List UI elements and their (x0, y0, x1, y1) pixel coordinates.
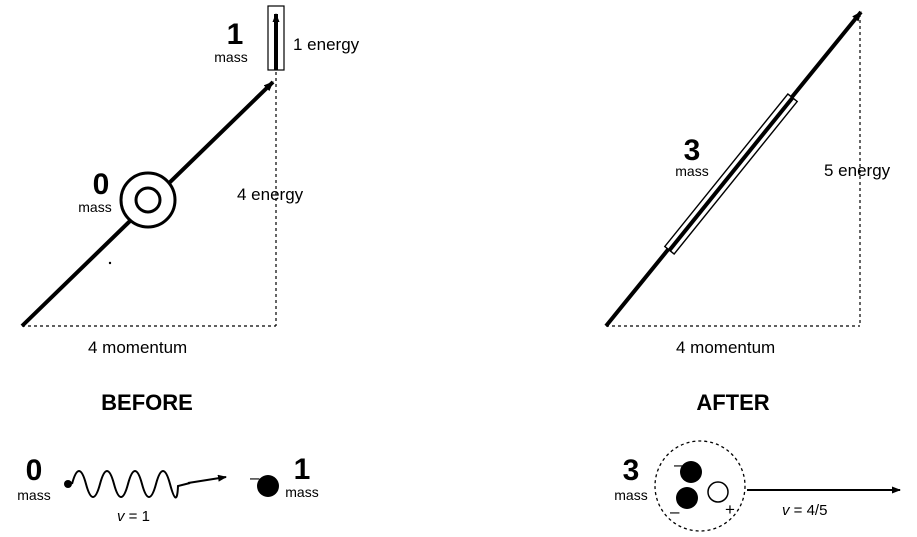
photon-mass-word: mass (78, 199, 111, 215)
electron-ball-top (680, 461, 702, 483)
photon-origin-dot (64, 480, 72, 488)
stray-dot (109, 262, 111, 264)
scene-particle-mass-number: 1 (294, 453, 311, 486)
before-momentum-label: 4 momentum (88, 338, 187, 357)
particle-energy-label: 1 energy (293, 35, 360, 54)
before-heading: BEFORE (101, 390, 193, 415)
after-heading: AFTER (696, 390, 769, 415)
after-diagram: 3 mass 5 energy 4 momentum AFTER (606, 12, 891, 415)
after-energy-label: 5 energy (824, 161, 891, 180)
scene-after-mass-number: 3 (623, 454, 640, 487)
after-velocity-value: = 4/5 (790, 502, 828, 519)
scene-after-mass-word: mass (614, 487, 647, 503)
scene-charge-bottom: – (670, 502, 680, 521)
scene-charge-plus: + (725, 500, 735, 519)
scene-photon-mass-number: 0 (26, 454, 43, 487)
after-momentum-label: 4 momentum (676, 338, 775, 357)
particle-mass-word: mass (214, 49, 247, 65)
after-mass-word: mass (675, 163, 708, 179)
before-scene: 0 mass v = 1 – 1 mass (17, 453, 318, 525)
photon-mass-number: 0 (93, 168, 110, 201)
after-scene: 3 mass – – + v = 4/5 (614, 441, 900, 531)
scene-particle-mass-word: mass (285, 484, 318, 500)
before-diagram: 0 mass 1 mass 1 energy 4 energy 4 moment… (22, 6, 360, 415)
positron-ball (708, 482, 728, 502)
before-energy-label: 4 energy (237, 185, 304, 204)
photon-velocity-value: = 1 (125, 508, 150, 525)
photon-inner-circle (136, 188, 160, 212)
photon-wave (72, 471, 190, 498)
after-velocity-label: v = 4/5 (782, 502, 827, 519)
photon-wave-arrow (188, 477, 226, 483)
photon-velocity-label: v = 1 (117, 508, 150, 525)
scene-photon-mass-word: mass (17, 487, 50, 503)
particle-mass-number: 1 (227, 18, 244, 51)
electron-ball (257, 475, 279, 497)
